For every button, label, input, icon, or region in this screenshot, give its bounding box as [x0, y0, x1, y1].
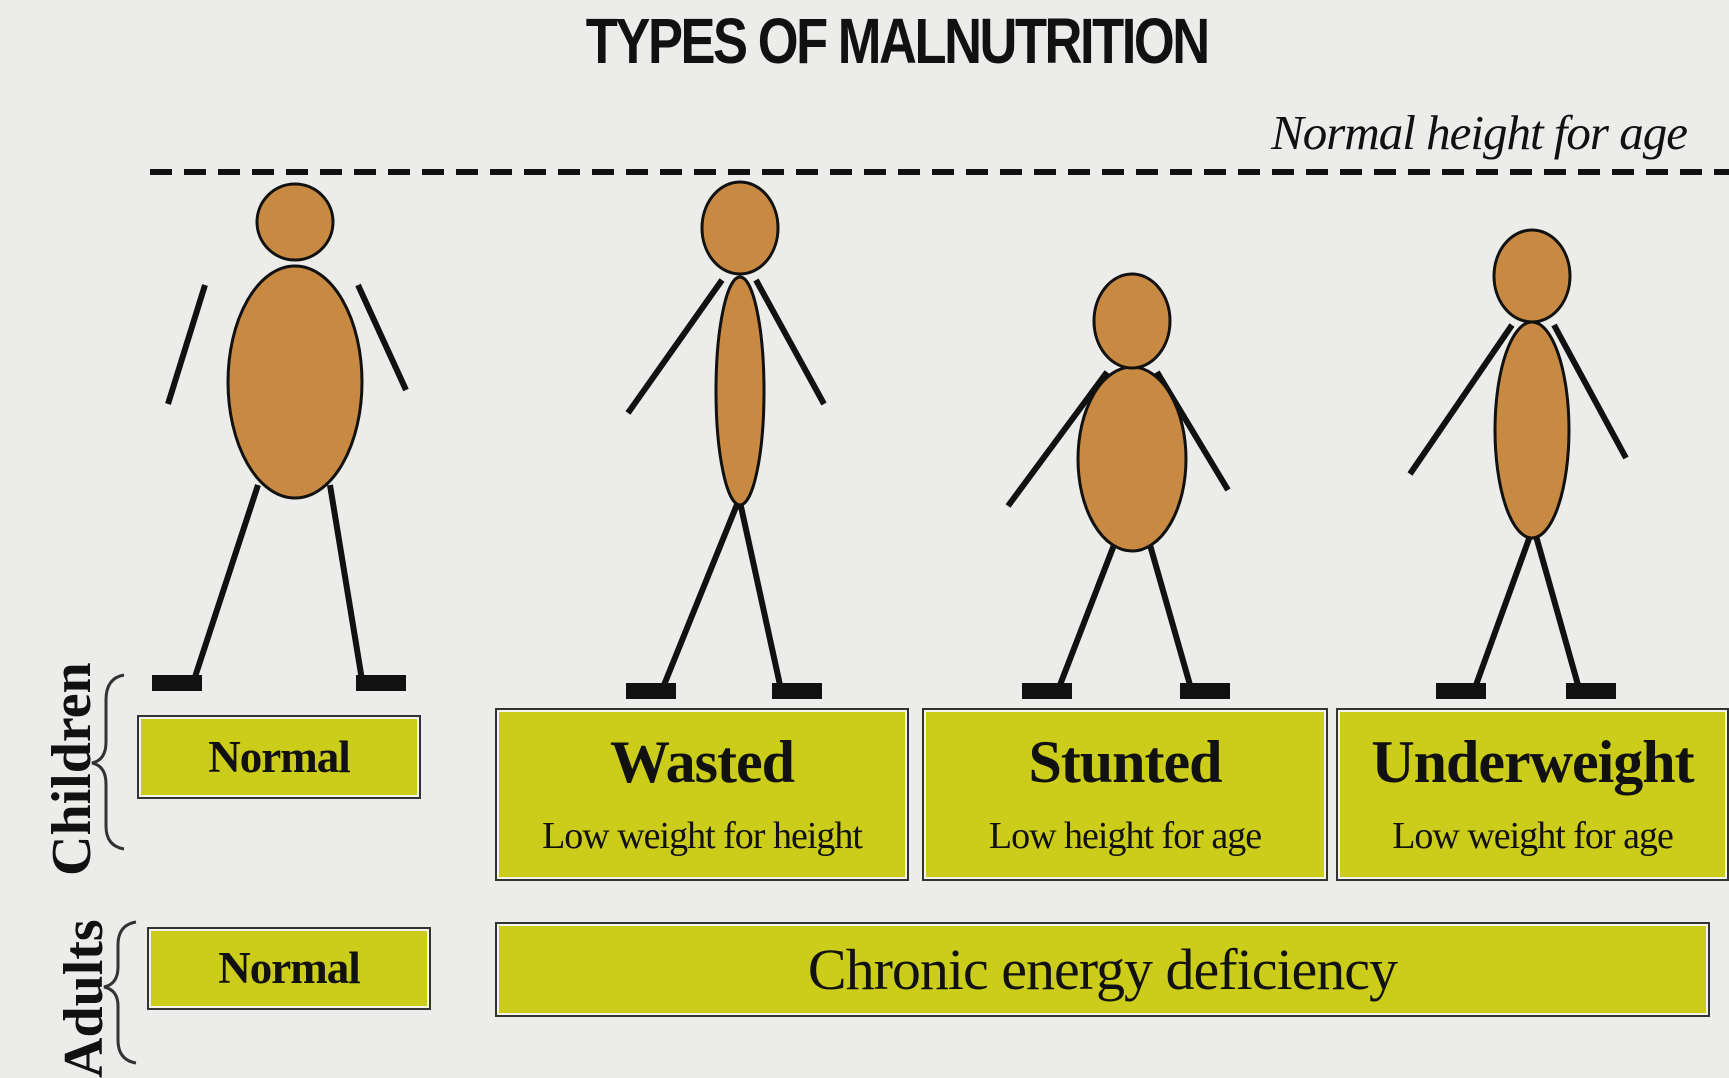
stunted-box: Stunted Low height for age	[922, 708, 1328, 881]
adult-normal-box: Normal	[147, 927, 431, 1010]
normal-figure	[152, 184, 406, 691]
adults-label: Adults	[52, 919, 116, 1078]
underweight-box: Underweight Low weight for age	[1336, 708, 1729, 881]
child-normal-box: Normal	[137, 715, 421, 799]
underweight-label: Underweight	[1338, 732, 1727, 792]
adult-normal-label: Normal	[149, 929, 429, 1008]
wasted-figure	[626, 182, 824, 699]
stunted-description: Low height for age	[924, 816, 1326, 856]
wasted-description: Low weight for height	[497, 816, 907, 856]
wasted-label: Wasted	[497, 732, 907, 792]
underweight-description: Low weight for age	[1338, 816, 1727, 856]
underweight-figure	[1410, 230, 1626, 699]
child-normal-label: Normal	[139, 717, 419, 797]
stunted-label: Stunted	[924, 732, 1326, 792]
chronic-energy-deficiency-label: Chronic energy deficiency	[497, 924, 1708, 1015]
wasted-box: Wasted Low weight for height	[495, 708, 909, 881]
chronic-energy-deficiency-box: Chronic energy deficiency	[495, 922, 1710, 1017]
children-label: Children	[40, 662, 104, 876]
stunted-figure	[1008, 274, 1230, 699]
